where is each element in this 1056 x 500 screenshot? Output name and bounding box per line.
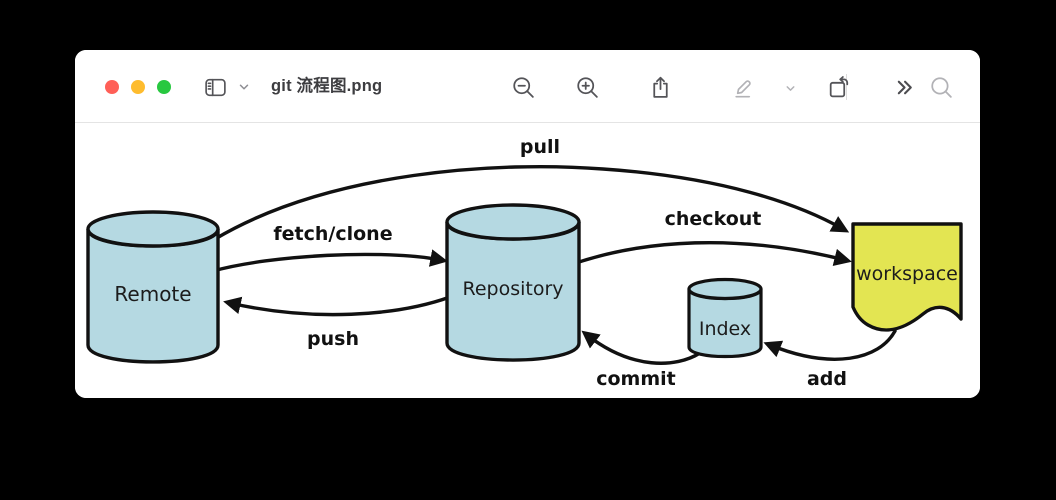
edge-label-add: add bbox=[807, 368, 847, 390]
zoom-out-button[interactable] bbox=[510, 74, 536, 100]
repository-cylinder-top bbox=[445, 203, 581, 241]
node-index: Index bbox=[687, 277, 763, 359]
edge-label-checkout: checkout bbox=[665, 208, 762, 230]
zoom-in-icon bbox=[576, 76, 598, 98]
remote-cylinder-top bbox=[86, 210, 220, 248]
sidebar-toggle-icon bbox=[204, 78, 226, 96]
markup-button[interactable] bbox=[730, 74, 756, 100]
node-label-repository: Repository bbox=[462, 278, 563, 300]
node-label-index: Index bbox=[699, 318, 751, 340]
sidebar-menu-button[interactable] bbox=[236, 79, 252, 95]
rotate-button[interactable] bbox=[825, 74, 851, 100]
search-button[interactable] bbox=[928, 74, 954, 100]
edge-label-push: push bbox=[307, 328, 359, 350]
toolbar-divider bbox=[846, 74, 847, 100]
edge-checkout bbox=[571, 240, 852, 267]
markup-options-button[interactable] bbox=[782, 80, 798, 96]
chevron-down-icon bbox=[239, 84, 249, 90]
more-tools-button[interactable] bbox=[890, 74, 916, 100]
node-label-remote: Remote bbox=[114, 282, 191, 306]
node-label-workspace: workspace bbox=[856, 263, 958, 285]
titlebar: git 流程图.png bbox=[75, 50, 980, 123]
share-icon bbox=[652, 76, 668, 98]
zoom-window-button[interactable] bbox=[157, 80, 171, 94]
more-chevrons-icon bbox=[897, 80, 912, 94]
search-icon bbox=[930, 76, 952, 98]
edge-push bbox=[223, 295, 452, 317]
sidebar-toggle-button[interactable] bbox=[202, 74, 228, 100]
preview-window: git 流程图.png bbox=[75, 50, 980, 398]
document-canvas: Remote Repository Index workspace p bbox=[75, 123, 980, 398]
window-title: git 流程图.png bbox=[271, 77, 383, 95]
markup-chevron-down-icon bbox=[785, 85, 795, 91]
share-button[interactable] bbox=[647, 74, 673, 100]
node-remote: Remote bbox=[86, 210, 220, 364]
edge-label-commit: commit bbox=[596, 368, 676, 390]
edge-label-fetch-clone: fetch/clone bbox=[273, 223, 392, 245]
edge-fetch-clone bbox=[211, 249, 448, 273]
close-button[interactable] bbox=[105, 80, 119, 94]
node-repository: Repository bbox=[445, 203, 581, 362]
index-cylinder-top bbox=[687, 277, 763, 301]
zoom-in-button[interactable] bbox=[574, 74, 600, 100]
workspace-shape bbox=[851, 222, 963, 332]
edge-add bbox=[763, 329, 897, 361]
zoom-out-icon bbox=[512, 76, 534, 98]
edge-pull bbox=[213, 164, 850, 241]
rotate-icon bbox=[829, 75, 848, 97]
edge-commit bbox=[581, 330, 702, 365]
edge-label-pull: pull bbox=[520, 136, 560, 158]
minimize-button[interactable] bbox=[131, 80, 145, 94]
git-flow-diagram: Remote Repository Index workspace p bbox=[86, 136, 963, 390]
markup-pencil-icon bbox=[734, 79, 751, 97]
node-workspace: workspace bbox=[851, 222, 963, 332]
